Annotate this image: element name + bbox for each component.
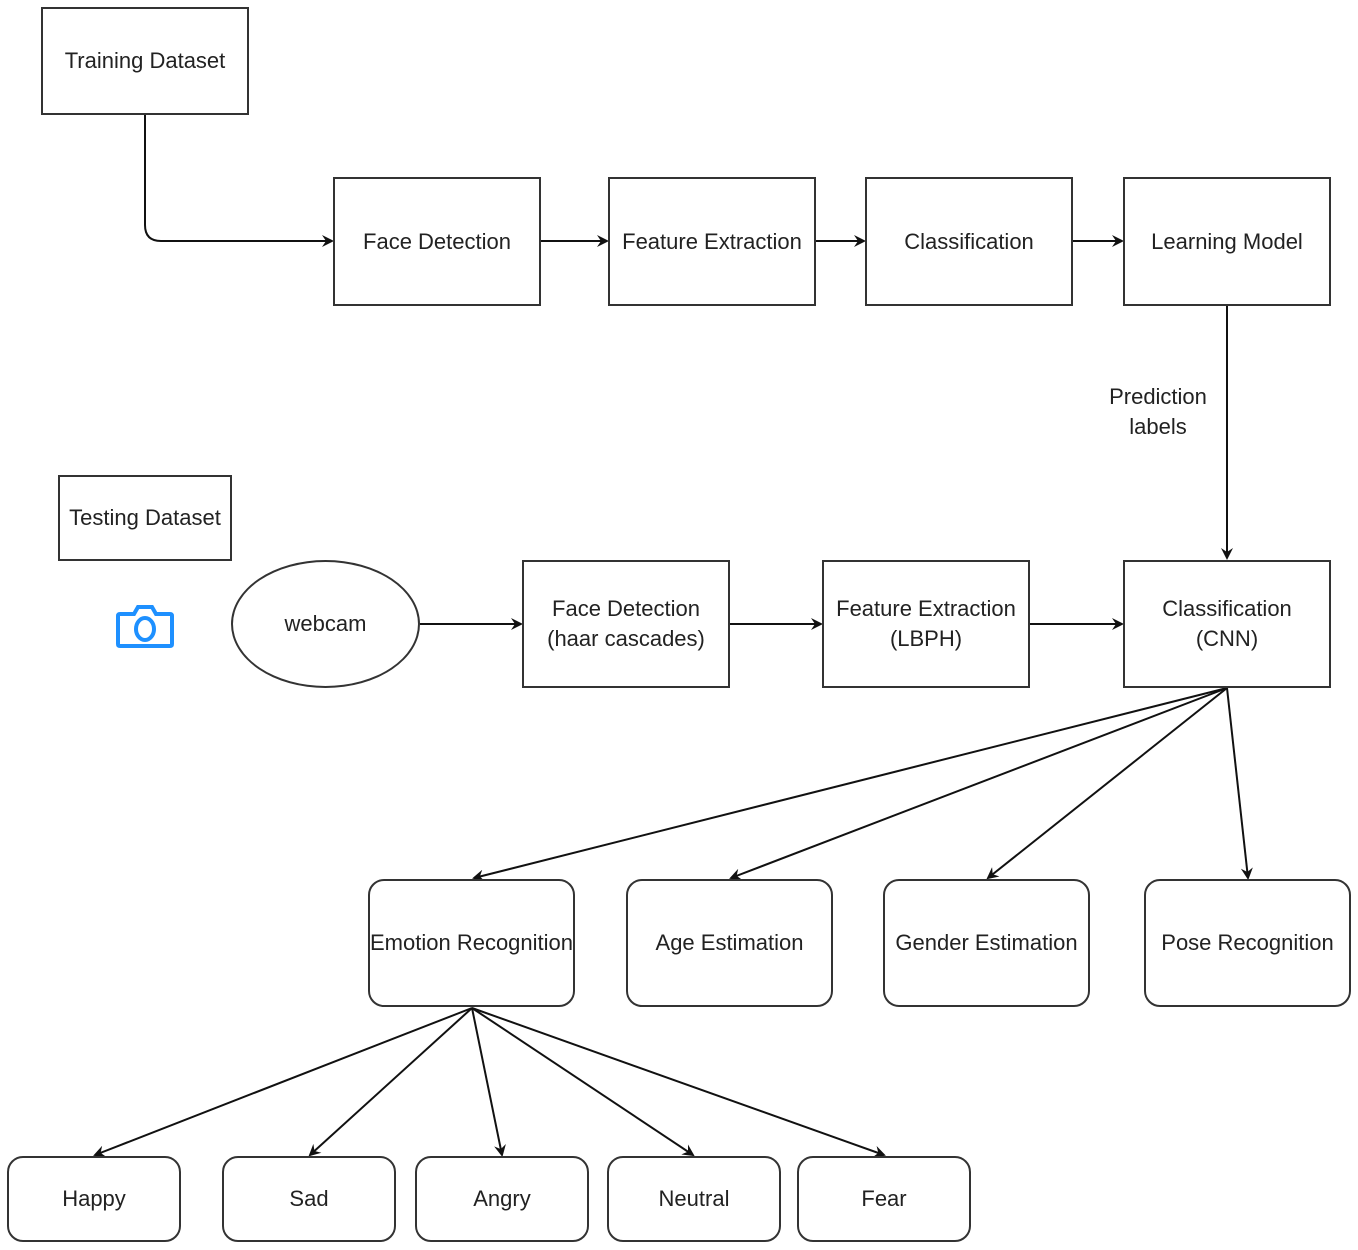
camera-icon: [116, 604, 174, 648]
node-face-detection-haar-line2: (haar cascades): [547, 626, 705, 651]
node-emotion-recognition: Emotion Recognition: [368, 879, 575, 1007]
node-face-detection-haar: Face Detection (haar cascades): [522, 560, 730, 688]
edge-label-line2: labels: [1129, 414, 1187, 439]
node-age-estimation: Age Estimation: [626, 879, 833, 1007]
node-gender-estimation: Gender Estimation: [883, 879, 1090, 1007]
node-testing-dataset-label: Testing Dataset: [69, 505, 221, 530]
node-fear-label: Fear: [861, 1186, 907, 1211]
edge-cnn-to-age: [729, 687, 1228, 881]
node-classification-label: Classification: [904, 228, 1034, 254]
edge-emotion-to-happy: [93, 1007, 473, 1157]
node-sad-label: Sad: [289, 1186, 329, 1211]
node-feature-extraction: Feature Extraction: [608, 177, 816, 306]
node-pose-recognition-label: Pose Recognition: [1161, 930, 1334, 955]
node-angry: Angry: [415, 1156, 589, 1242]
node-feature-extraction-lbph-line2: (LBPH): [889, 626, 963, 651]
node-feature-extraction-lbph: Feature Extraction (LBPH): [822, 560, 1030, 688]
node-face-detection-label: Face Detection: [363, 228, 511, 254]
edge-emotion-to-angry: [471, 1007, 506, 1157]
node-angry-label: Angry: [473, 1186, 531, 1211]
node-learning-model: Learning Model: [1123, 177, 1331, 306]
node-testing-dataset: Testing Dataset: [58, 475, 232, 561]
node-webcam: webcam: [231, 560, 420, 688]
node-training-dataset: Training Dataset: [41, 7, 249, 115]
node-happy-label: Happy: [62, 1186, 126, 1211]
node-classification-cnn: Classification (CNN): [1123, 560, 1331, 688]
node-pose-recognition: Pose Recognition: [1144, 879, 1351, 1007]
node-fear: Fear: [797, 1156, 971, 1242]
node-feature-extraction-lbph-line1: Feature Extraction: [836, 596, 1016, 621]
node-neutral-label: Neutral: [658, 1186, 730, 1211]
node-feature-extraction-label: Feature Extraction: [622, 228, 802, 254]
node-training-dataset-label: Training Dataset: [64, 48, 226, 73]
node-classification: Classification: [865, 177, 1073, 306]
edge-training-to-face-detection: [144, 115, 334, 247]
edge-label-line1: Prediction: [1109, 384, 1207, 409]
edge-cnn-to-gender: [986, 687, 1228, 880]
edge-label-prediction-labels: Prediction labels: [1098, 382, 1218, 442]
node-face-detection: Face Detection: [333, 177, 541, 306]
edge-emotion-to-fear: [471, 1007, 886, 1158]
node-sad: Sad: [222, 1156, 396, 1242]
node-learning-model-label: Learning Model: [1151, 228, 1303, 254]
node-emotion-recognition-label: Emotion Recognition: [370, 930, 574, 955]
node-happy: Happy: [7, 1156, 181, 1242]
node-gender-estimation-label: Gender Estimation: [895, 930, 1078, 955]
edge-cnn-to-pose: [1226, 687, 1253, 880]
node-face-detection-haar-line1: Face Detection: [552, 596, 700, 621]
node-webcam-label: webcam: [284, 611, 367, 636]
edge-cnn-to-emotion: [472, 687, 1228, 882]
node-neutral: Neutral: [607, 1156, 781, 1242]
edge-emotion-to-sad: [308, 1007, 473, 1157]
edge-emotion-to-neutral: [471, 1007, 695, 1157]
node-classification-cnn-line2: (CNN): [1195, 626, 1259, 651]
node-classification-cnn-line1: Classification: [1162, 596, 1292, 621]
node-age-estimation-label: Age Estimation: [655, 930, 804, 955]
